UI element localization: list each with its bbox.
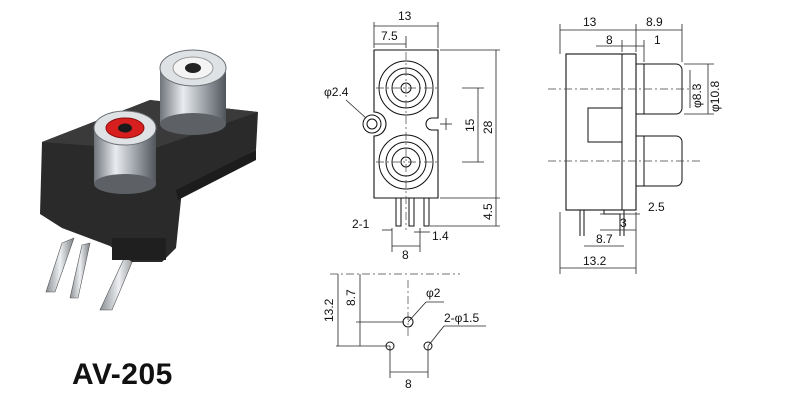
- side-lead-3-dim: 3: [620, 216, 627, 230]
- side-outer-dia-dim: φ10.8: [708, 81, 722, 112]
- white-rca-jack: [159, 49, 227, 135]
- red-rca-jack: [93, 110, 157, 194]
- footprint-hole-spacing-dim: 8: [405, 377, 412, 391]
- side-lead-87-dim: 8.7: [596, 232, 613, 246]
- model-title: AV-205: [72, 358, 173, 391]
- side-lead-offset-dim: 2.5: [648, 200, 665, 214]
- front-width-dim: 13: [398, 9, 412, 23]
- front-pitch-dim: 15: [463, 118, 477, 132]
- footprint-height-87-dim: 8.7: [344, 289, 358, 306]
- front-view: 13 7.5 φ2.4 28 15 4.5 2-1 1.4 8: [324, 9, 500, 262]
- front-bottom-dim: 4.5: [481, 203, 495, 220]
- footprint-small-holes-dim: 2-φ1.5: [444, 311, 479, 325]
- side-depth-1-dim: 1: [654, 33, 661, 47]
- footprint-big-hole-dim: φ2: [426, 286, 441, 300]
- side-view: 13 8.9 8 1 φ8.3 φ10.8 2.5 3 8.7 13.2: [548, 15, 722, 274]
- front-height-dim: 28: [481, 120, 495, 134]
- front-pin-label: 2-1: [352, 217, 370, 231]
- side-inner-dia-dim: φ8.3: [690, 83, 704, 108]
- side-depth-8-dim: 8: [606, 33, 613, 47]
- side-total-depth-dim: 13.2: [583, 254, 607, 268]
- front-pin-width-dim: 1.4: [432, 229, 449, 243]
- product-photo: [40, 49, 258, 311]
- pcb-footprint: 13.2 8.7 φ2 2-φ1.5 8: [322, 273, 486, 391]
- footprint-height-132-dim: 13.2: [322, 298, 336, 322]
- front-half-width-dim: 7.5: [381, 29, 398, 43]
- side-plug-depth-dim: 8.9: [646, 15, 663, 29]
- front-hole-dim: φ2.4: [324, 85, 349, 99]
- front-pin-spacing-dim: 8: [402, 248, 409, 262]
- side-body-depth-dim: 13: [583, 15, 597, 29]
